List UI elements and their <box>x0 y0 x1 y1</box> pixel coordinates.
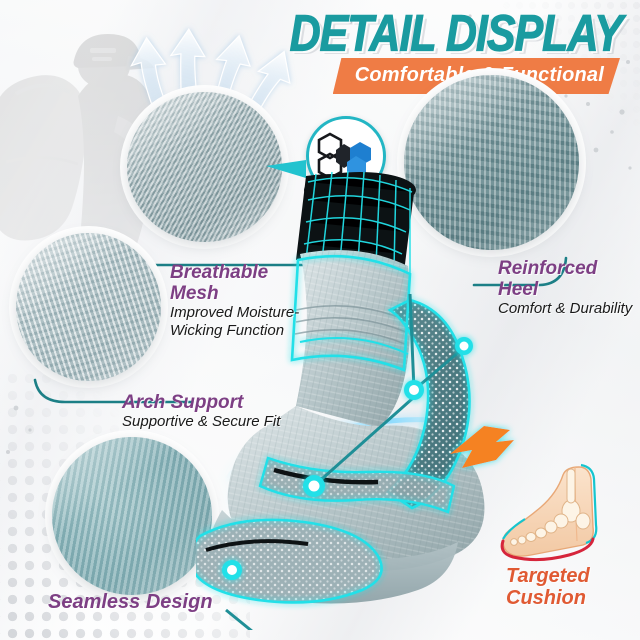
page-title: DETAIL DISPLAY <box>289 5 623 63</box>
cushion-arrow-icon <box>450 426 514 468</box>
callout-heading: Targeted Cushion <box>506 565 590 609</box>
circle-sheen <box>52 437 212 595</box>
callout-breathable-mesh: Breathable Mesh Improved Moisture- Wicki… <box>170 262 299 340</box>
zone-arch-support <box>258 456 456 514</box>
zone-footbed-cushion <box>196 518 383 604</box>
callout-targeted-cushion: Targeted Cushion <box>506 565 590 609</box>
detail-circle-reinforced-heel[interactable] <box>404 75 579 250</box>
detail-circle-seamless-design[interactable] <box>52 437 212 595</box>
circle-sheen <box>404 75 579 250</box>
callout-subtext: Comfort & Durability <box>498 300 633 317</box>
callout-heading: Reinforced Heel <box>498 258 598 300</box>
callout-subtext: Supportive & Secure Fit <box>122 413 281 430</box>
foot-anatomy-icon <box>500 463 598 562</box>
circle-sheen <box>127 92 282 242</box>
detail-circle-arch-support[interactable] <box>16 233 161 381</box>
callout-heading: Breathable Mesh <box>170 262 269 304</box>
detail-circle-breathable-mesh[interactable] <box>127 92 282 242</box>
callout-heading: Arch Support <box>122 392 244 413</box>
callout-heading: Seamless Design <box>48 591 213 613</box>
callout-subtext: Improved Moisture- Wicking Function <box>170 304 300 339</box>
callout-arch-support: Arch Support Supportive & Secure Fit <box>122 392 280 431</box>
circle-sheen <box>16 233 161 381</box>
zone-node-markers <box>222 293 473 630</box>
zone-cuff-mesh <box>290 254 412 372</box>
product-sock-illustration[interactable] <box>196 170 536 630</box>
callout-seamless-design: Seamless Design <box>48 592 213 613</box>
callout-reinforced-heel: Reinforced Heel Comfort & Durability <box>498 258 640 318</box>
